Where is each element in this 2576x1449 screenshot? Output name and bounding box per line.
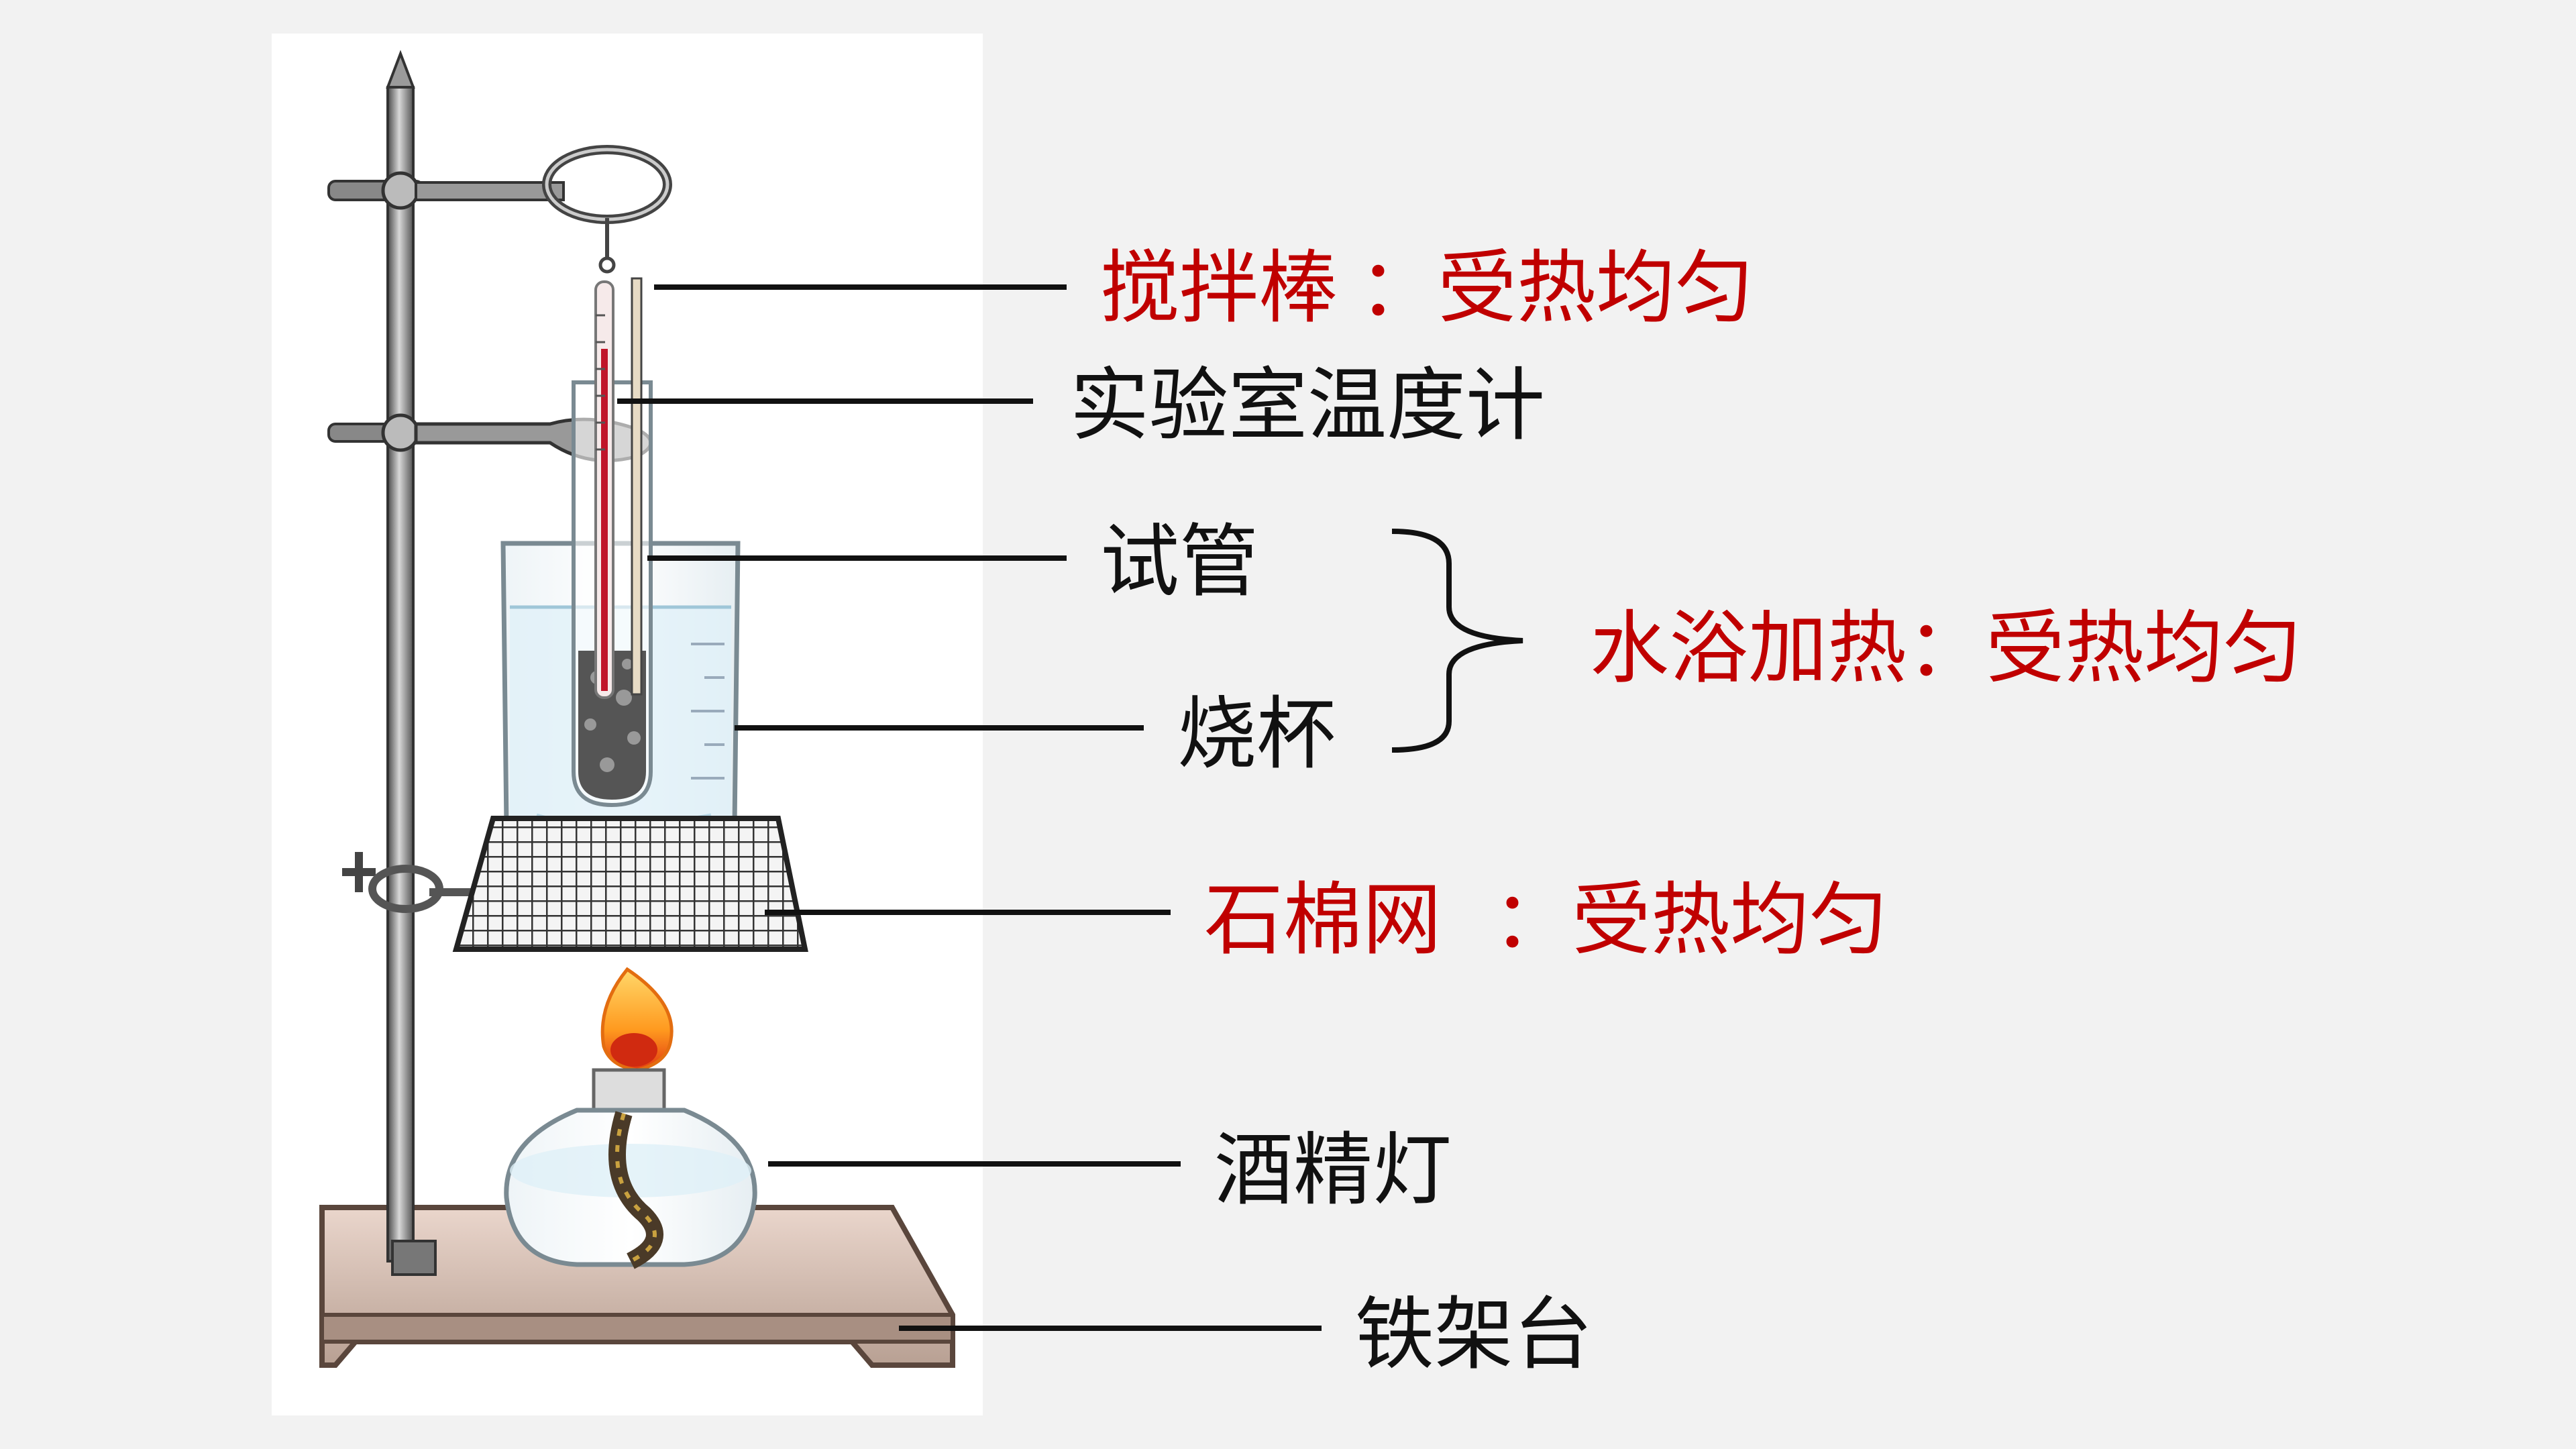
asbestos-net [452, 816, 808, 952]
stand-rod [386, 86, 415, 1263]
alcohol-lamp [504, 967, 757, 1269]
label-test-tube: 试管 [1100, 515, 1258, 608]
label-alcohol-lamp: 酒精灯 [1214, 1124, 1452, 1216]
iron-stand [319, 50, 955, 1368]
label-beaker: 烧杯 [1177, 688, 1336, 780]
label-asbestos-net: 石棉网 [1204, 873, 1442, 966]
label-stirrer: 搅拌棒 [1100, 241, 1338, 334]
label-thermometer: 实验室温度计 [1070, 359, 1545, 451]
ring-clamp [342, 852, 483, 913]
label-asbestos-note: ：受热均匀 [1493, 873, 1888, 966]
label-stirrer-note: ：受热均匀 [1358, 241, 1754, 334]
thermometer [594, 280, 614, 699]
label-iron-stand: 铁架台 [1355, 1288, 1593, 1381]
upper-clamp [327, 145, 672, 274]
stirring-rod [631, 277, 643, 696]
label-water-bath: 水浴加热：受热均匀 [1590, 602, 2302, 694]
bracket [1391, 529, 1523, 753]
